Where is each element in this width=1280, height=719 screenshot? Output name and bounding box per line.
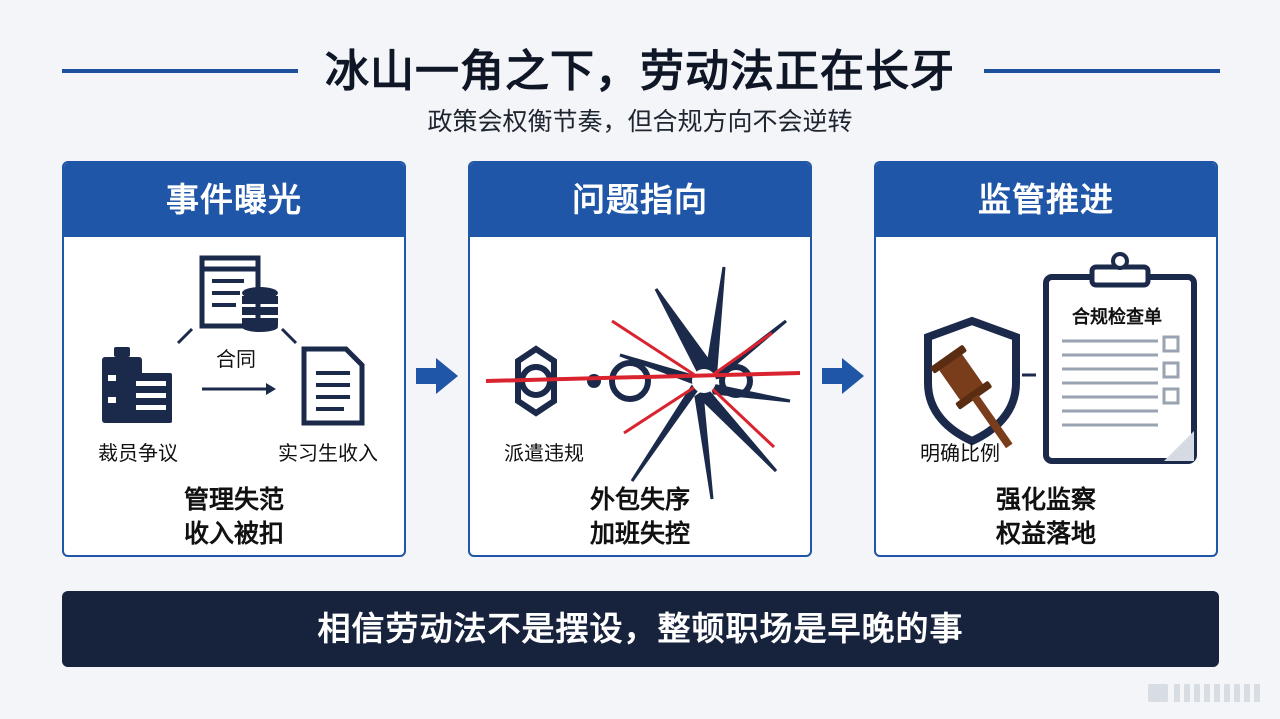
- document-icon: [301, 346, 365, 426]
- label-compliance-checklist: 合规检查单: [1072, 307, 1162, 328]
- outcome-line: 外包失序: [589, 485, 690, 514]
- arrow-right-icon: [822, 358, 864, 394]
- regulation-illustration: [924, 252, 1197, 464]
- shield-gavel-icon: [924, 316, 1020, 449]
- title-rule-left: [62, 69, 298, 73]
- panel-header: 监管推进: [876, 163, 1216, 237]
- chain-break-illustration: [485, 266, 801, 500]
- panel-body: 合同 裁员争议 实习生收入 管理失范 收入被扣: [64, 237, 404, 555]
- outcome-line: 加班失控: [589, 519, 690, 548]
- document-database-icon: [199, 255, 278, 332]
- panel-header: 事件曝光: [64, 163, 404, 237]
- page-title: 冰山一角之下，劳动法正在长牙: [325, 46, 955, 97]
- panel-outcome: 管理失范 收入被扣: [64, 483, 404, 551]
- arrow-right-icon: [416, 358, 458, 394]
- outcome-line: 权益落地: [995, 519, 1096, 548]
- panel-header: 问题指向: [470, 163, 810, 237]
- label-clear-proportion: 明确比例: [920, 441, 1000, 465]
- panel-event-exposure: 事件曝光: [62, 161, 406, 557]
- label-contract: 合同: [216, 347, 256, 371]
- event-illustration: [102, 255, 365, 426]
- conclusion-banner: 相信劳动法不是摆设，整顿职场是早晚的事: [62, 591, 1219, 667]
- watermark-icon: [1148, 684, 1260, 702]
- connector-line: [280, 327, 298, 345]
- panel-regulation-push: 监管推进: [874, 161, 1218, 557]
- outcome-line: 强化监察: [995, 485, 1096, 514]
- title-row: 冰山一角之下，劳动法正在长牙: [0, 40, 1280, 104]
- panel-body: 合规检查单 明确比例 强化监察 权益落地: [876, 237, 1216, 555]
- briefcase-icon: [102, 347, 172, 423]
- outcome-line: 收入被扣: [183, 519, 284, 548]
- panel-outcome: 外包失序 加班失控: [470, 483, 810, 551]
- label-layoff-dispute: 裁员争议: [98, 441, 178, 465]
- title-rule-right: [984, 69, 1220, 73]
- arrow-right-icon: [202, 383, 276, 395]
- label-intern-income: 实习生收入: [278, 441, 378, 465]
- panel-body: 派遣违规 外包失序 加班失控: [470, 237, 810, 555]
- panel-problem-direction: 问题指向: [468, 161, 812, 557]
- panel-outcome: 强化监察 权益落地: [876, 483, 1216, 551]
- clipboard-icon: [1043, 252, 1197, 464]
- connector-line: [176, 327, 194, 345]
- chain-break-icon: [485, 266, 801, 500]
- page-subtitle: 政策会权衡节奏，但合规方向不会逆转: [427, 107, 853, 136]
- label-dispatch-violation: 派遣违规: [504, 441, 584, 465]
- outcome-line: 管理失范: [183, 485, 284, 514]
